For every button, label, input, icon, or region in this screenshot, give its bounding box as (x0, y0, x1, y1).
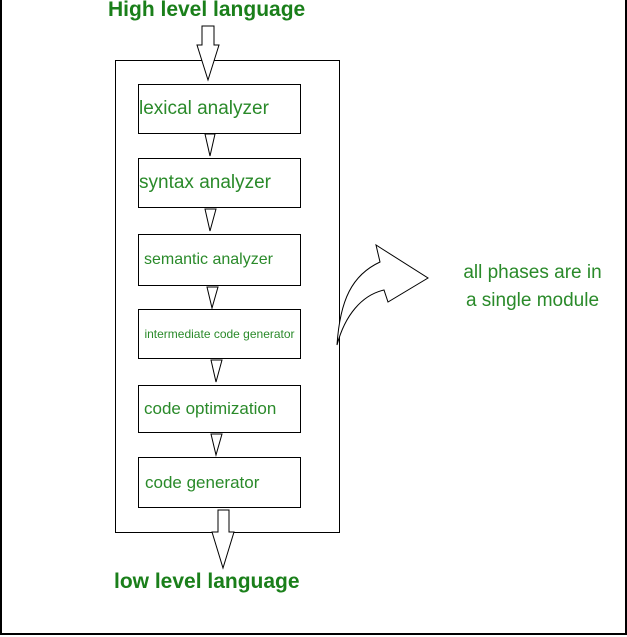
phase-code-generator: code generator (138, 457, 301, 508)
phase-lexical-analyzer: lexical analyzer (138, 84, 301, 134)
phase-code-optimization: code optimization (138, 385, 301, 433)
single-module-note: all phases are in a single module (440, 259, 625, 315)
phase-arrow-4 (210, 359, 223, 383)
input-label: High level language (108, 0, 306, 21)
phase-arrow-3 (206, 286, 219, 310)
output-arrow (211, 509, 235, 570)
phase-arrow-2 (204, 208, 217, 232)
input-arrow (196, 25, 220, 82)
phase-label: lexical analyzer (139, 98, 269, 119)
phase-label: intermediate code generator (144, 327, 295, 341)
output-label: low level language (114, 570, 300, 593)
note-line-2: a single module (465, 290, 600, 311)
phase-label: code optimization (144, 399, 277, 418)
phase-label: code generator (145, 472, 260, 492)
phase-intermediate-code-generator: intermediate code generator (138, 309, 301, 359)
phase-arrow-1 (204, 133, 216, 157)
phase-label: syntax analyzer (139, 172, 272, 193)
curved-arrow (336, 243, 429, 346)
phase-arrow-5 (210, 433, 223, 457)
phase-label: semantic analyzer (144, 251, 273, 268)
phase-semantic-analyzer: semantic analyzer (138, 234, 301, 286)
note-line-1: all phases are in (463, 262, 602, 283)
phase-syntax-analyzer: syntax analyzer (138, 158, 301, 208)
